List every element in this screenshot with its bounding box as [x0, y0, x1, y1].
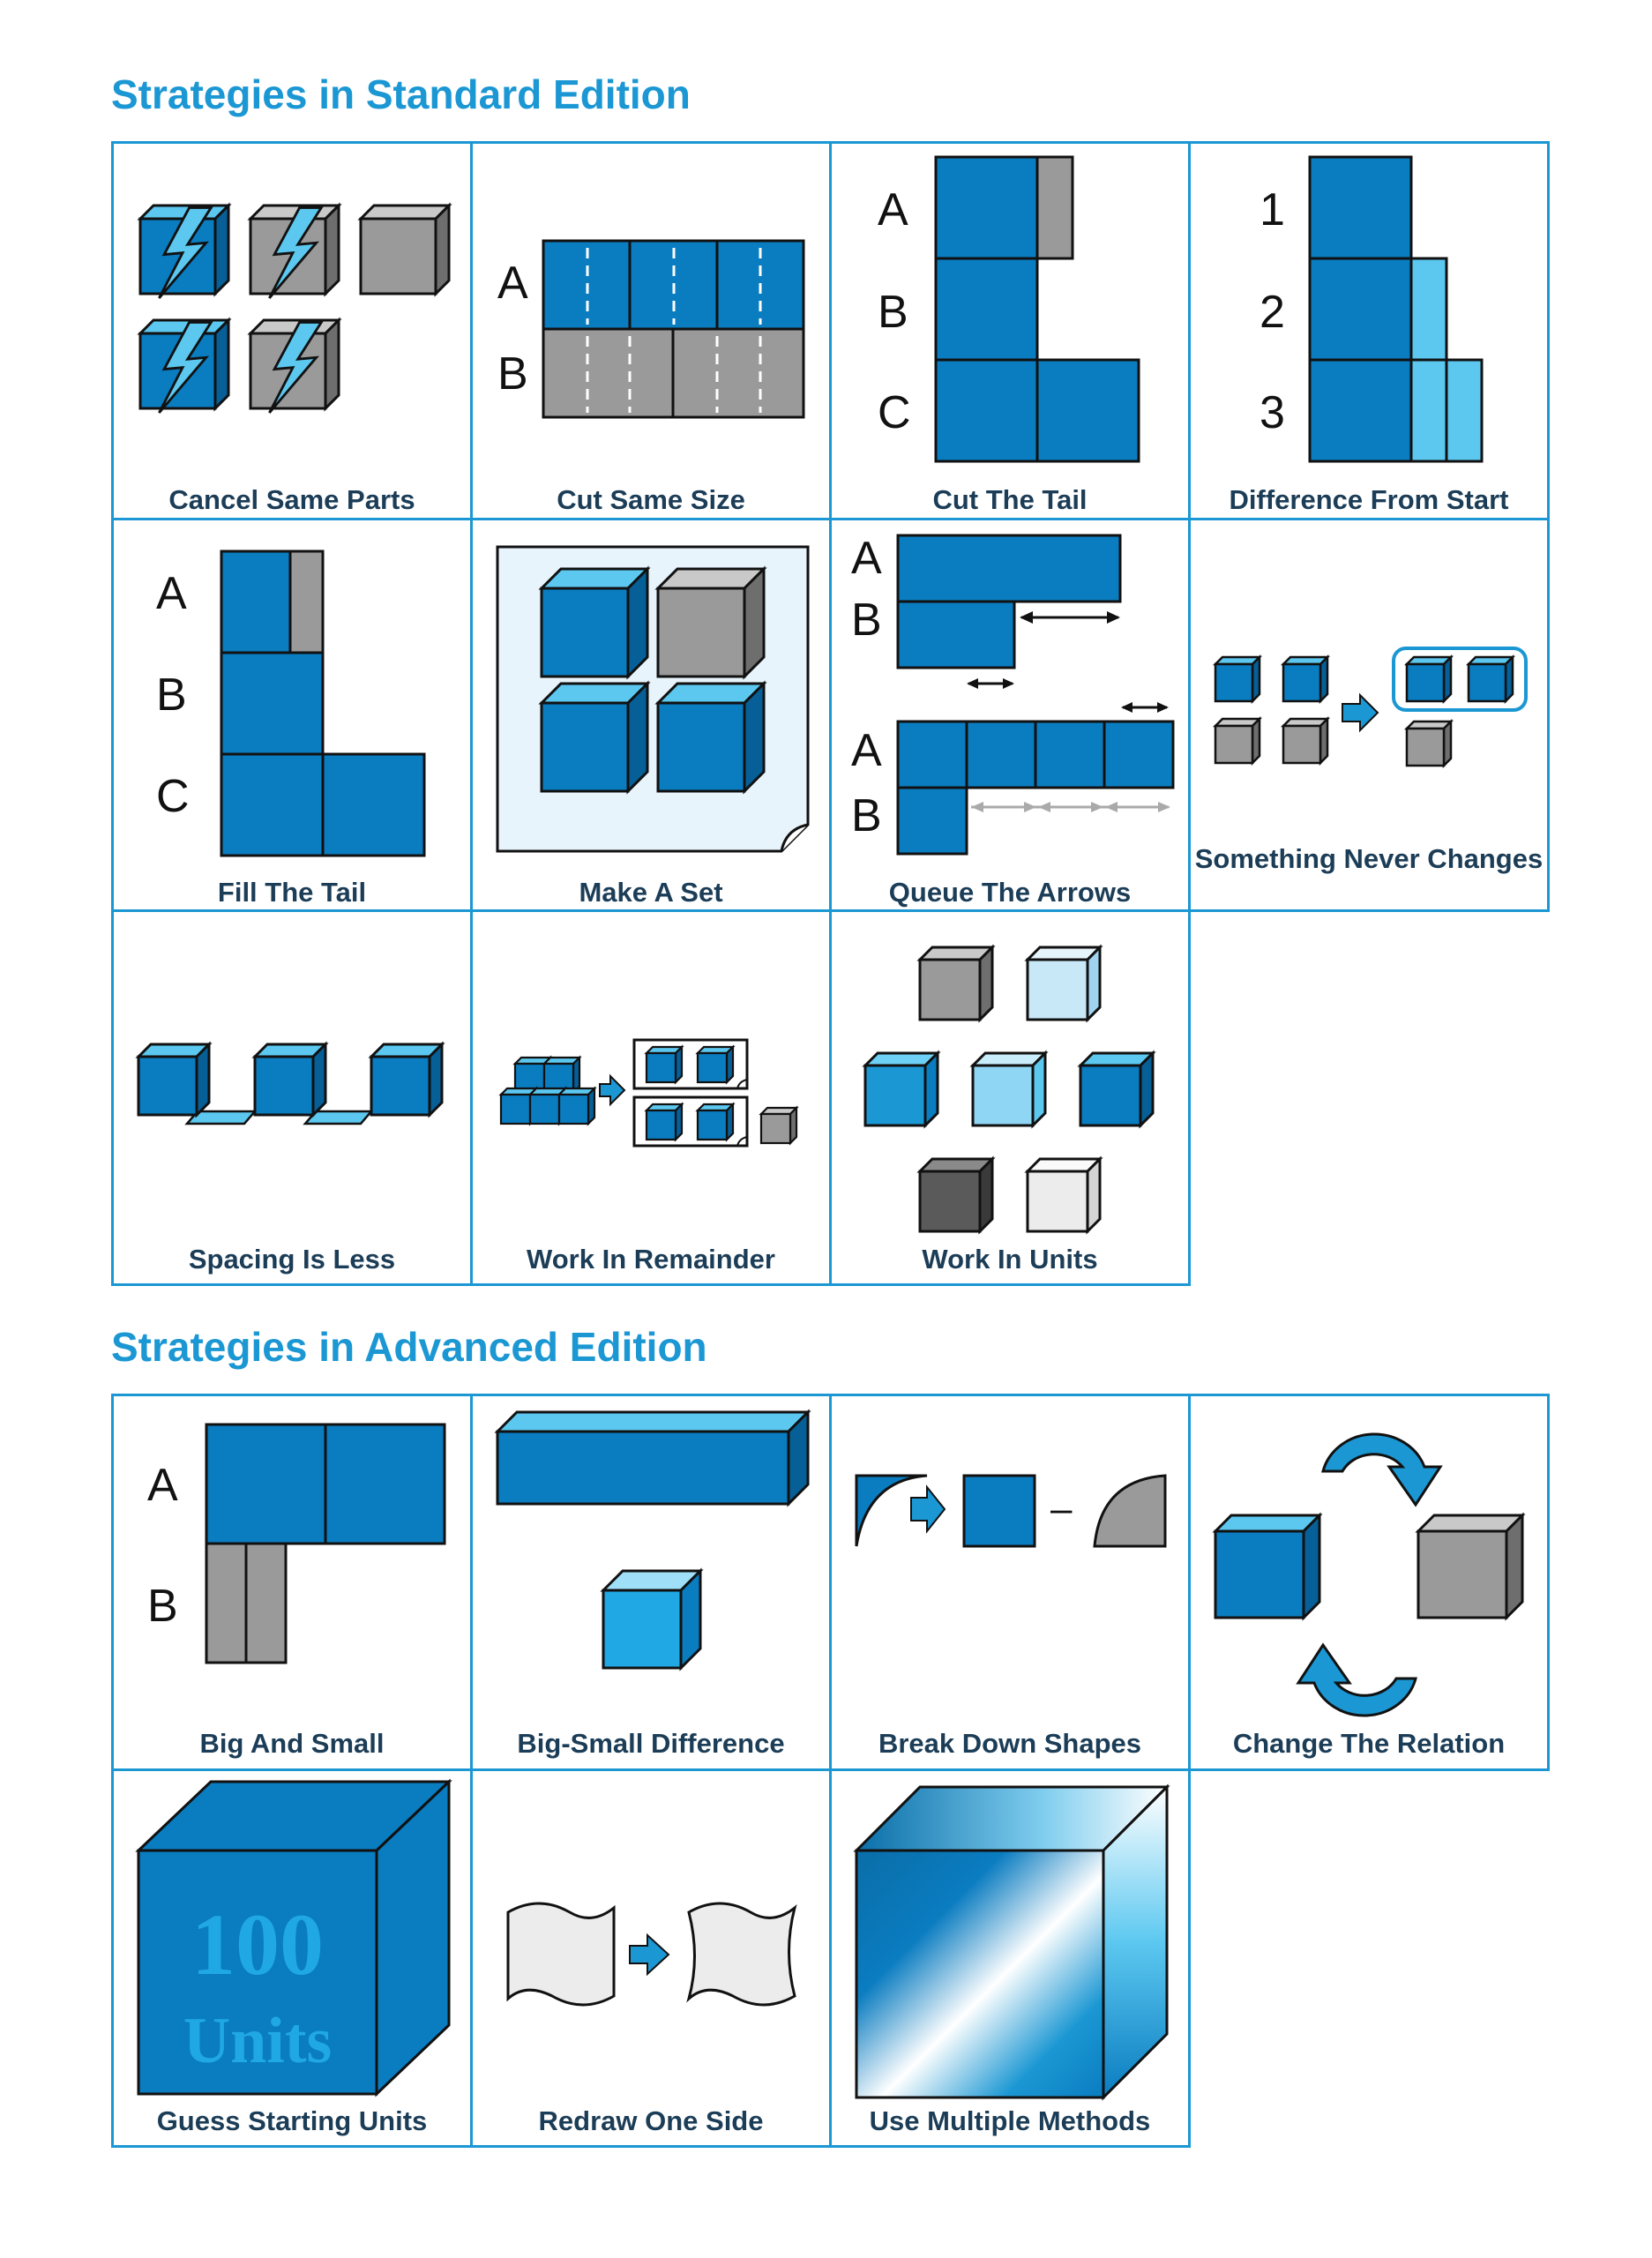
cell-label: Queue The Arrows: [888, 877, 1132, 908]
cell-label: Use Multiple Methods: [869, 2105, 1151, 2136]
cell-something-never-changes[interactable]: Something Never Changes: [1188, 518, 1550, 912]
cell-label: Break Down Shapes: [878, 1728, 1142, 1759]
make-a-set-illustration: [496, 545, 810, 853]
letter-b: B: [497, 348, 528, 400]
cell-label: Cancel Same Parts: [168, 484, 415, 515]
cell-label: Cut Same Size: [557, 484, 745, 515]
redraw-one-side-illustration: [506, 1902, 797, 2007]
use-multiple-methods-illustration: [853, 1783, 1170, 2101]
units-word: Units: [183, 2005, 333, 2077]
cell-label: Change The Relation: [1232, 1728, 1506, 1759]
cell-change-the-relation[interactable]: Change The Relation: [1188, 1394, 1550, 1771]
cell-guess-starting-units[interactable]: 100 Units Guess Starting Units: [111, 1768, 473, 2148]
cancel-same-parts-illustration: [138, 204, 451, 415]
cut-same-size-illustration: A B: [497, 239, 805, 419]
difference-from-start-illustration: 1 2 3: [1260, 155, 1484, 463]
cell-label: Something Never Changes: [1194, 843, 1544, 874]
number-two: 2: [1260, 287, 1285, 338]
cell-label: Cut The Tail: [932, 484, 1088, 515]
cell-label: Big-Small Difference: [517, 1728, 785, 1759]
letter-a: A: [156, 568, 187, 619]
cell-cut-same-size[interactable]: A B Cut Same Size: [470, 141, 832, 520]
letter-a: A: [147, 1460, 178, 1511]
cell-label: Spacing Is Less: [188, 1244, 396, 1275]
cut-the-tail-illustration: A B C: [878, 155, 1140, 463]
letter-c: C: [878, 387, 911, 438]
cell-big-and-small[interactable]: A B Big And Small: [111, 1394, 473, 1771]
cell-cancel-same-parts[interactable]: Cancel Same Parts: [111, 141, 473, 520]
letter-b: B: [156, 669, 187, 721]
cell-spacing-is-less[interactable]: Spacing Is Less: [111, 909, 473, 1286]
letter-c: C: [156, 771, 190, 822]
guess-starting-units-illustration: 100 Units: [135, 1778, 452, 2097]
cell-work-in-units[interactable]: Work In Units: [829, 909, 1191, 1286]
letter-b: B: [147, 1581, 178, 1632]
cell-redraw-one-side[interactable]: Redraw One Side: [470, 1768, 832, 2148]
letter-a: A: [497, 258, 528, 309]
queue-the-arrows-illustration: A B A B: [851, 533, 1175, 856]
letter-b: B: [851, 594, 882, 646]
cell-label: Guess Starting Units: [156, 2105, 428, 2136]
units-number: 100: [191, 1895, 324, 1993]
work-in-units-illustration: [862, 944, 1156, 1235]
standard-edition-heading: Strategies in Standard Edition: [111, 71, 691, 117]
cell-queue-the-arrows[interactable]: A B A B Queue The Arrows: [829, 518, 1191, 912]
number-three: 3: [1260, 387, 1285, 438]
big-and-small-illustration: A B: [147, 1423, 446, 1664]
cell-work-in-remainder[interactable]: Work In Remainder: [470, 909, 832, 1286]
cell-label: Make A Set: [579, 877, 723, 908]
break-down-shapes-illustration: –: [855, 1474, 1167, 1548]
spacing-is-less-illustration: [137, 1043, 444, 1125]
fill-the-tail-illustration: A B C: [156, 550, 426, 857]
work-in-remainder-illustration: [499, 1038, 798, 1148]
number-one: 1: [1260, 184, 1285, 236]
change-the-relation-illustration: [1212, 1432, 1526, 1717]
big-small-difference-illustration: [494, 1409, 811, 1671]
cell-break-down-shapes[interactable]: – Break Down Shapes: [829, 1394, 1191, 1771]
cell-label: Work In Remainder: [527, 1244, 775, 1275]
letter-b: B: [878, 287, 908, 338]
cell-label: Difference From Start: [1229, 484, 1509, 515]
advanced-edition-heading: Strategies in Advanced Edition: [111, 1324, 707, 1370]
something-never-changes-illustration: [1214, 647, 1528, 767]
letter-a: A: [851, 533, 882, 584]
minus-sign: –: [1050, 1487, 1073, 1530]
cell-difference-from-start[interactable]: 1 2 3 Difference From Start: [1188, 141, 1550, 520]
letter-b: B: [851, 790, 882, 841]
cell-use-multiple-methods[interactable]: Use Multiple Methods: [829, 1768, 1191, 2148]
letter-a: A: [878, 184, 908, 236]
cell-cut-the-tail[interactable]: A B C Cut The Tail: [829, 141, 1191, 520]
letter-a: A: [851, 725, 882, 776]
cell-label: Fill The Tail: [217, 877, 367, 908]
cell-label: Big And Small: [199, 1728, 385, 1759]
cell-make-a-set[interactable]: Make A Set: [470, 518, 832, 912]
cell-fill-the-tail[interactable]: A B C Fill The Tail: [111, 518, 473, 912]
cell-label: Work In Units: [922, 1244, 1098, 1275]
cell-big-small-difference[interactable]: Big-Small Difference: [470, 1394, 832, 1771]
cell-label: Redraw One Side: [538, 2105, 764, 2136]
